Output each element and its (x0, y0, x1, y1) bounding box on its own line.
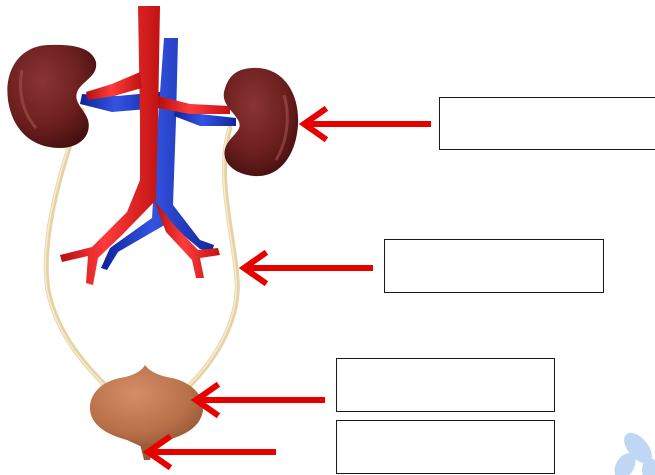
label-box-ureter[interactable] (384, 239, 604, 293)
bladder (90, 365, 203, 446)
label-box-kidney[interactable] (439, 97, 655, 150)
arrow-bladder (196, 386, 322, 414)
label-box-urethra[interactable] (336, 420, 555, 474)
watermark-logo (610, 428, 655, 475)
arrow-ureter (244, 254, 370, 282)
arrow-urethra (148, 438, 273, 466)
label-box-bladder[interactable] (336, 358, 555, 412)
arrow-kidney (304, 110, 428, 138)
